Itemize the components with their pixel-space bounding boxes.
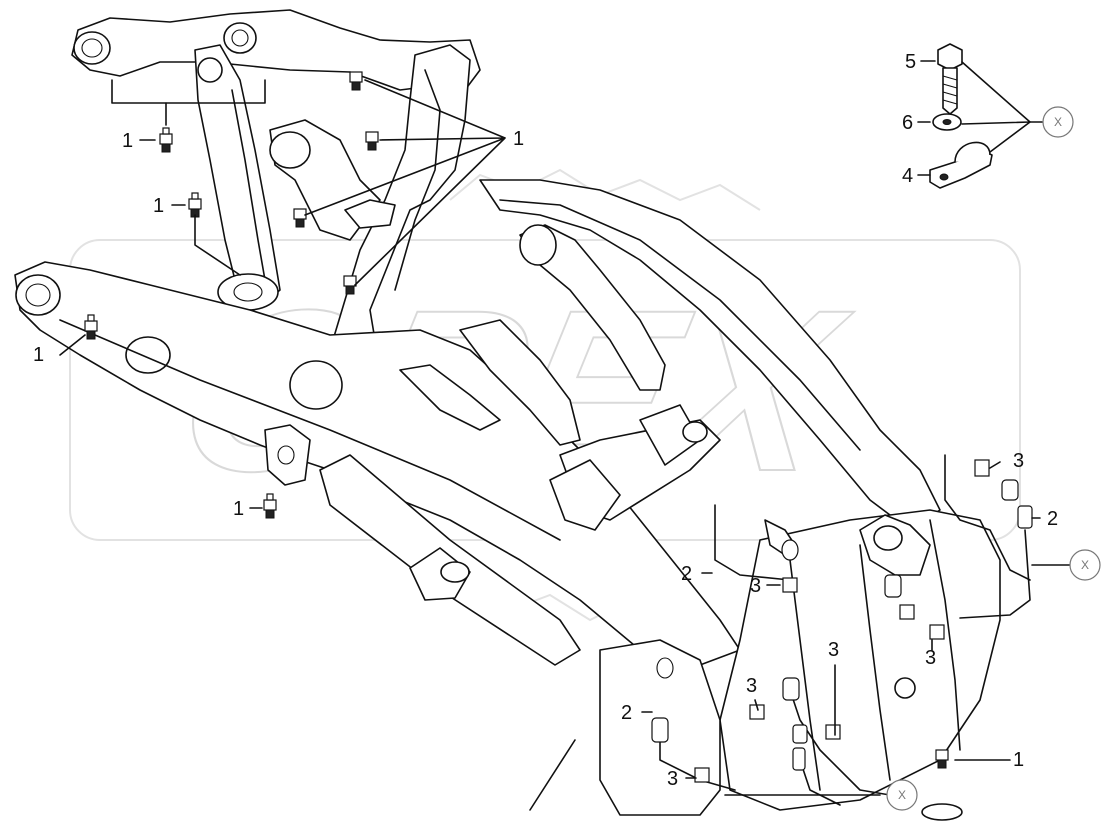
svg-text:X: X [898, 788, 906, 802]
callout-4: 4 [902, 165, 913, 187]
detail-markers: X X X [886, 106, 1101, 811]
callout-2-center: 2 [681, 563, 692, 585]
callout-3-right: 3 [1013, 450, 1024, 472]
grease-lines [651, 454, 1033, 806]
callout-2-lower: 2 [621, 702, 632, 724]
svg-text:X: X [1054, 115, 1062, 129]
callout-1-arm-lower: 1 [233, 498, 244, 520]
callout-1-frame: 1 [1013, 749, 1024, 771]
clamp-detail [929, 43, 993, 189]
leader-lines [59, 60, 1071, 811]
callout-1-lever-group: 1 [513, 128, 524, 150]
callout-6: 6 [902, 112, 913, 134]
detail-marker-right: X [1069, 549, 1101, 581]
callout-3-lower-left: 3 [746, 675, 757, 697]
callout-1-upper-left: 1 [122, 130, 133, 152]
callout-labels: 1 1 1 1 1 1 2 2 2 3 3 3 3 3 4 5 6 3 [33, 51, 1058, 790]
detail-marker-bottom: X [886, 779, 918, 811]
callout-3-mid: 3 [828, 639, 839, 661]
svg-text:X: X [1081, 558, 1089, 572]
callout-3-frame: 3 [925, 647, 936, 669]
callout-5: 5 [905, 51, 916, 73]
callout-3-center: 3 [750, 575, 761, 597]
lift-arm [14, 261, 741, 666]
grease-fittings [84, 71, 949, 769]
callout-3-bottom: 3 [667, 768, 678, 790]
tilt-lever-assembly [71, 9, 481, 386]
detail-marker-top: X [1042, 106, 1074, 138]
callout-1-link: 1 [153, 195, 164, 217]
callout-2-right: 2 [1047, 508, 1058, 530]
lift-cylinder-left [319, 454, 581, 666]
lift-cylinder-center [549, 404, 721, 531]
callout-1-arm-tip: 1 [33, 344, 44, 366]
